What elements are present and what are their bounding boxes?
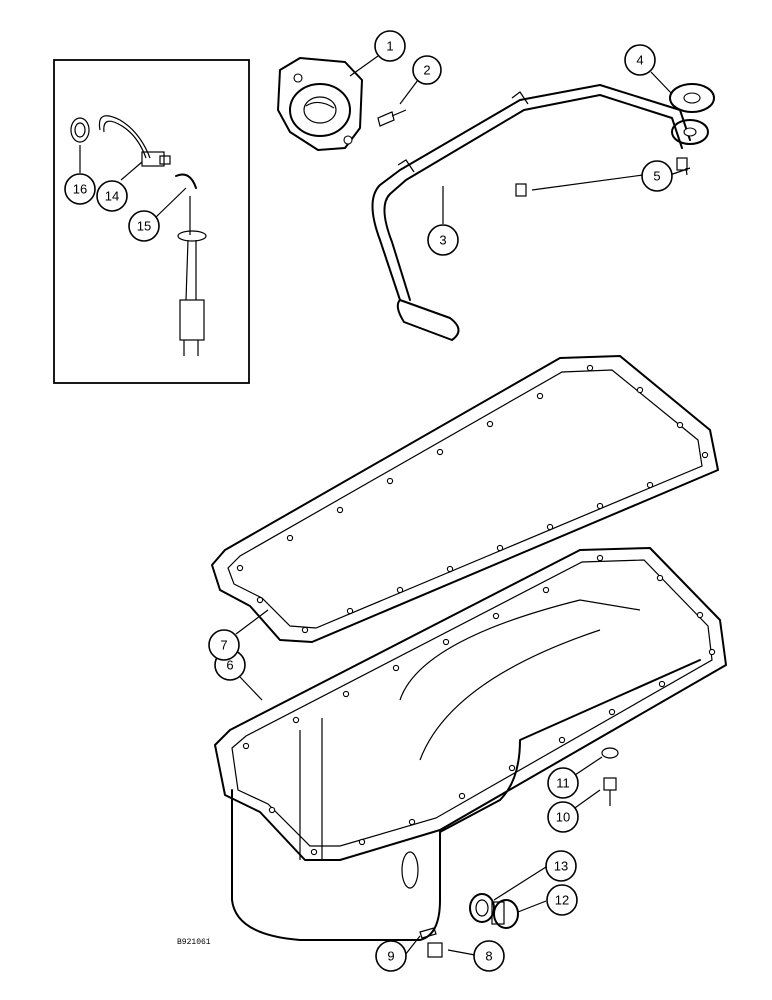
callout-11: 11: [547, 767, 579, 799]
svg-text:16: 16: [73, 182, 87, 197]
callout-7: 7: [208, 629, 240, 661]
svg-text:2: 2: [423, 63, 430, 78]
svg-text:5: 5: [653, 169, 660, 184]
pan-gasket-part-7: [211, 355, 719, 643]
svg-text:8: 8: [485, 949, 492, 964]
svg-text:9: 9: [387, 949, 394, 964]
seal-part-9: [419, 927, 437, 939]
reference-code: B921061: [177, 938, 211, 947]
callout-4: 4: [624, 44, 656, 76]
svg-text:12: 12: [555, 893, 569, 908]
svg-text:3: 3: [439, 233, 446, 248]
svg-text:4: 4: [636, 53, 643, 68]
callout-10: 10: [547, 801, 579, 833]
pickup-tube-part-3: [371, 84, 709, 341]
callout-13: 13: [545, 850, 577, 882]
callout-12: 12: [546, 884, 578, 916]
callout-14: 14: [96, 180, 128, 212]
callout-1: 1: [374, 30, 406, 62]
bolt-part-2: [377, 109, 407, 127]
sender-part-14: [98, 115, 171, 167]
svg-text:10: 10: [556, 810, 570, 825]
harness-part-15: [175, 173, 207, 356]
callout-9: 9: [375, 940, 407, 972]
bolt-part-10: [603, 777, 617, 806]
svg-text:6: 6: [226, 658, 233, 673]
callout-2: 2: [412, 55, 442, 85]
svg-text:7: 7: [220, 638, 227, 653]
gasket-bolt-holes: [236, 364, 709, 634]
pan-bolt-holes: [242, 554, 716, 856]
flange-gasket-part-4: [669, 83, 715, 113]
svg-text:11: 11: [556, 776, 570, 791]
washer-part-11: [601, 747, 619, 759]
svg-text:15: 15: [137, 219, 151, 234]
callout-3: 3: [427, 224, 459, 256]
callout-16: 16: [64, 173, 96, 205]
oil-pan-part-6: [214, 547, 727, 941]
leader-lines: [79, 55, 691, 956]
bolt-part-5: [515, 157, 688, 197]
inset-detail: [53, 59, 250, 384]
svg-text:1: 1: [386, 39, 393, 54]
plug-part-12: [491, 899, 519, 929]
callout-8: 8: [473, 940, 505, 972]
washer-part-13: [469, 893, 495, 923]
washer-part-16: [70, 117, 90, 143]
callout-15: 15: [128, 210, 160, 242]
callout-5: 5: [641, 160, 673, 192]
svg-text:13: 13: [554, 859, 568, 874]
svg-text:14: 14: [105, 189, 119, 204]
drain-plug-part-8: [427, 942, 443, 958]
oil-pump-part-1: [277, 57, 363, 151]
